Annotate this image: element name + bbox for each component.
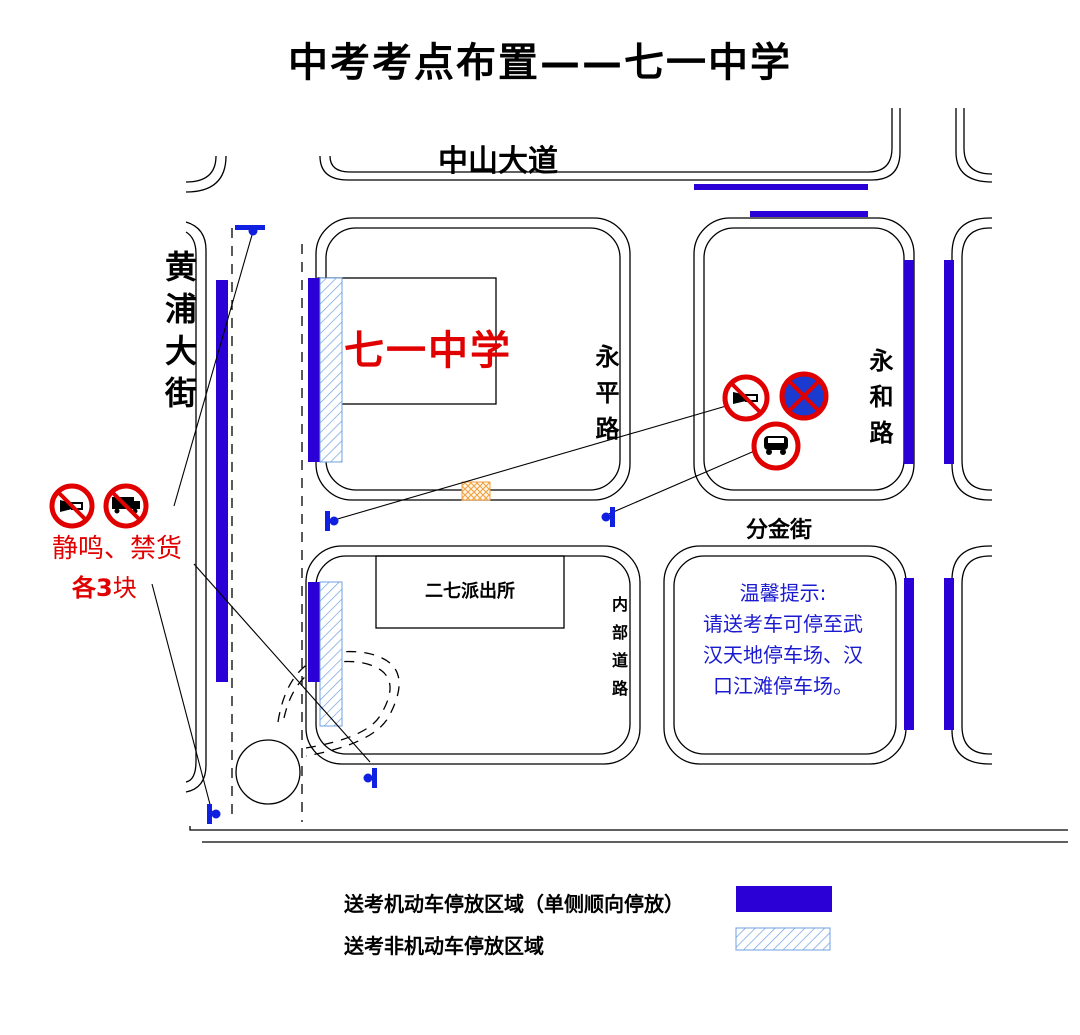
road-label-huangpu: 黄浦大街 xyxy=(160,250,198,418)
no-overtaking-sign-icon xyxy=(751,421,801,471)
leader-lines xyxy=(151,227,767,813)
no-horn-sign-icon xyxy=(722,374,770,422)
signs-note-line2: 各3块 xyxy=(72,568,137,603)
sign-post-icon xyxy=(207,225,615,824)
signs-note-unit: 块 xyxy=(112,574,137,602)
school-label: 七一中学 xyxy=(344,328,512,374)
road-label-yongping: 永平路 xyxy=(591,344,619,452)
road-label-fenjin: 分金街 xyxy=(746,518,813,543)
no-horn-sign-icon xyxy=(49,483,95,529)
page-title: 中考考点布置——七一中学 xyxy=(288,40,792,86)
lane-markings xyxy=(231,228,400,822)
no-parking-sign-icon xyxy=(779,371,829,421)
legend-motor-swatch xyxy=(736,886,832,912)
signs-note-line1: 静鸣、禁货 xyxy=(52,534,183,564)
non-motor-parking-zone-station xyxy=(319,581,343,727)
tip-box: 温馨提示: 请送考车可停至武 汉天地停车场、汉 口江滩停车场。 xyxy=(676,578,890,702)
legend-non-motor-label: 送考非机动车停放区域 xyxy=(344,934,544,958)
non-motor-parking-zone-school xyxy=(319,277,343,463)
police-station-building xyxy=(375,555,565,629)
tip-line: 请送考车可停至武 xyxy=(703,612,863,636)
tip-line: 口江滩停车场。 xyxy=(713,674,853,698)
legend-motor-label: 送考机动车停放区域（单侧顺向停放） xyxy=(344,892,684,916)
road-label-zhongshan: 中山大道 xyxy=(438,144,558,179)
no-trucks-sign-icon xyxy=(103,483,149,529)
police-station-label: 二七派出所 xyxy=(425,581,515,602)
legend-hatch-swatch xyxy=(735,927,831,951)
road-label-yonghe: 永和路 xyxy=(865,348,893,456)
tip-line: 汉天地停车场、汉 xyxy=(703,643,863,667)
signs-note-count: 各3 xyxy=(72,574,113,602)
tip-line: 温馨提示: xyxy=(739,581,827,605)
road-label-internal: 内部道路 xyxy=(609,596,628,708)
crosswalk xyxy=(461,481,491,501)
road-network xyxy=(185,108,1068,843)
motor-parking-zones xyxy=(216,184,954,730)
